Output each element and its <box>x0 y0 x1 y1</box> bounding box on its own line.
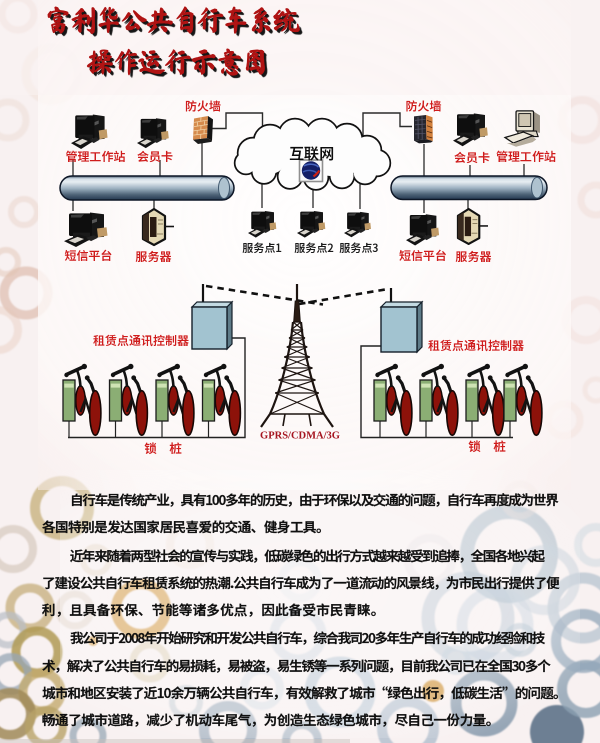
svg-text:GPRS/CDMA/3G: GPRS/CDMA/3G <box>260 431 340 442</box>
svg-text:服务器: 服务器 <box>134 248 172 265</box>
svg-text:服务器: 服务器 <box>454 248 492 265</box>
svg-text:租赁点通讯控制器: 租赁点通讯控制器 <box>93 332 190 349</box>
svg-text:服务点3: 服务点3 <box>339 240 378 256</box>
svg-text:锁 桩: 锁 桩 <box>467 436 506 455</box>
svg-text:服务点2: 服务点2 <box>294 240 334 256</box>
svg-text:租赁点通讯控制器: 租赁点通讯控制器 <box>428 337 525 354</box>
svg-text:短信平台: 短信平台 <box>64 247 112 264</box>
svg-text:管理工作站: 管理工作站 <box>65 148 125 165</box>
svg-text:会员卡: 会员卡 <box>454 149 490 166</box>
svg-text:服务点1: 服务点1 <box>242 240 281 256</box>
svg-text:管理工作站: 管理工作站 <box>496 148 556 165</box>
svg-text:防火墙: 防火墙 <box>405 98 441 115</box>
svg-text:防火墙: 防火墙 <box>185 98 221 115</box>
svg-text:锁 桩: 锁 桩 <box>143 438 182 457</box>
svg-text:会员卡: 会员卡 <box>137 148 173 165</box>
svg-text:短信平台: 短信平台 <box>399 247 447 264</box>
svg-text:互联网: 互联网 <box>289 143 334 164</box>
